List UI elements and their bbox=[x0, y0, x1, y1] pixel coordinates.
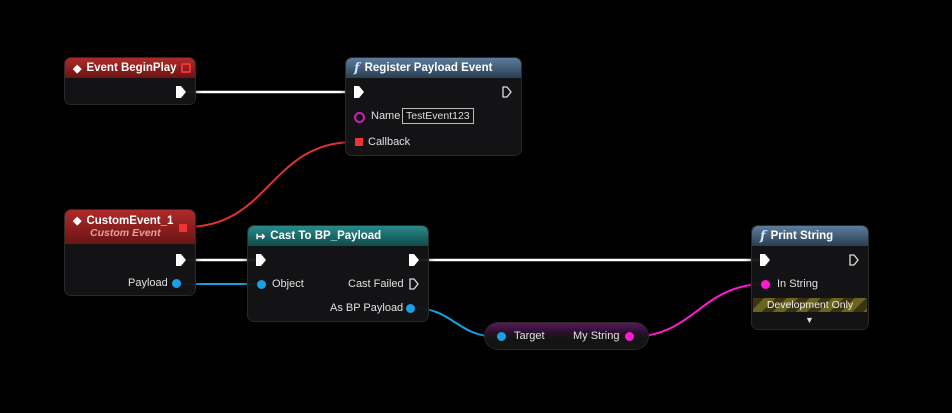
as-bp-payload-label: As BP Payload bbox=[330, 302, 404, 314]
payload-label: Payload bbox=[128, 277, 168, 289]
custom-event-node[interactable]: ◆ CustomEvent_1 Custom Event Payload bbox=[65, 210, 195, 295]
name-value-input[interactable]: TestEvent123 bbox=[402, 108, 474, 124]
node-header: ◆ Event BeginPlay bbox=[65, 58, 195, 78]
exec-output-pin[interactable] bbox=[176, 86, 186, 98]
name-input-pin[interactable] bbox=[354, 112, 365, 123]
development-only-banner: Development Only bbox=[753, 298, 867, 312]
cast-failed-label: Cast Failed bbox=[348, 278, 404, 290]
payload-output-pin[interactable] bbox=[172, 279, 181, 288]
exec-input-pin[interactable] bbox=[760, 254, 770, 266]
print-string-node[interactable]: f Print String In String Development Onl… bbox=[752, 226, 868, 329]
wire-callback-delegate[interactable] bbox=[185, 141, 355, 228]
event-diamond-icon: ◆ bbox=[73, 62, 82, 75]
event-diamond-icon: ◆ bbox=[73, 215, 82, 227]
cast-failed-output-pin[interactable] bbox=[409, 278, 419, 290]
event-beginplay-node[interactable]: ◆ Event BeginPlay bbox=[65, 58, 195, 104]
chevron-down-icon[interactable]: ▼ bbox=[805, 315, 814, 325]
node-subtitle: Custom Event bbox=[90, 227, 161, 239]
register-payload-event-node[interactable]: f Register Payload Event Name TestEvent1… bbox=[346, 58, 521, 155]
exec-output-pin[interactable] bbox=[849, 254, 859, 266]
node-title: Print String bbox=[770, 230, 834, 242]
cast-to-bp-payload-node[interactable]: ↦ Cast To BP_Payload Object Cast Failed … bbox=[248, 226, 428, 321]
wire-mystring-to-instring[interactable] bbox=[629, 283, 767, 338]
node-header: ↦ Cast To BP_Payload bbox=[248, 226, 428, 246]
node-header: ◆ CustomEvent_1 Custom Event bbox=[65, 210, 195, 244]
node-title: Cast To BP_Payload bbox=[270, 230, 382, 242]
node-header: f Print String bbox=[752, 226, 868, 246]
delegate-output-pin[interactable] bbox=[179, 224, 187, 232]
my-string-getter-node[interactable]: Target My String bbox=[485, 323, 648, 349]
in-string-input-pin[interactable] bbox=[761, 280, 770, 289]
name-label: Name bbox=[371, 110, 401, 122]
object-label: Object bbox=[272, 278, 304, 290]
node-header: f Register Payload Event bbox=[346, 58, 521, 78]
exec-output-pin[interactable] bbox=[176, 254, 186, 266]
cast-arrow-icon: ↦ bbox=[256, 230, 266, 243]
exec-input-pin[interactable] bbox=[354, 86, 364, 98]
target-input-pin[interactable] bbox=[497, 332, 506, 341]
node-title: Register Payload Event bbox=[364, 62, 493, 74]
exec-input-pin[interactable] bbox=[256, 254, 266, 266]
my-string-output-pin[interactable] bbox=[625, 332, 634, 341]
exec-output-pin[interactable] bbox=[409, 254, 419, 266]
node-title: CustomEvent_1 bbox=[86, 214, 174, 227]
my-string-label: My String bbox=[573, 330, 620, 342]
object-input-pin[interactable] bbox=[257, 280, 266, 289]
callback-label: Callback bbox=[368, 136, 411, 148]
target-label: Target bbox=[514, 330, 545, 342]
exec-output-pin[interactable] bbox=[502, 86, 512, 98]
node-title: Event BeginPlay bbox=[86, 62, 177, 74]
delegate-output-pin[interactable] bbox=[181, 63, 191, 73]
function-f-icon: f bbox=[354, 60, 360, 76]
in-string-label: In String bbox=[777, 278, 818, 290]
as-bp-payload-output-pin[interactable] bbox=[406, 304, 415, 313]
function-f-icon: f bbox=[760, 228, 766, 244]
callback-input-pin[interactable] bbox=[355, 138, 363, 146]
